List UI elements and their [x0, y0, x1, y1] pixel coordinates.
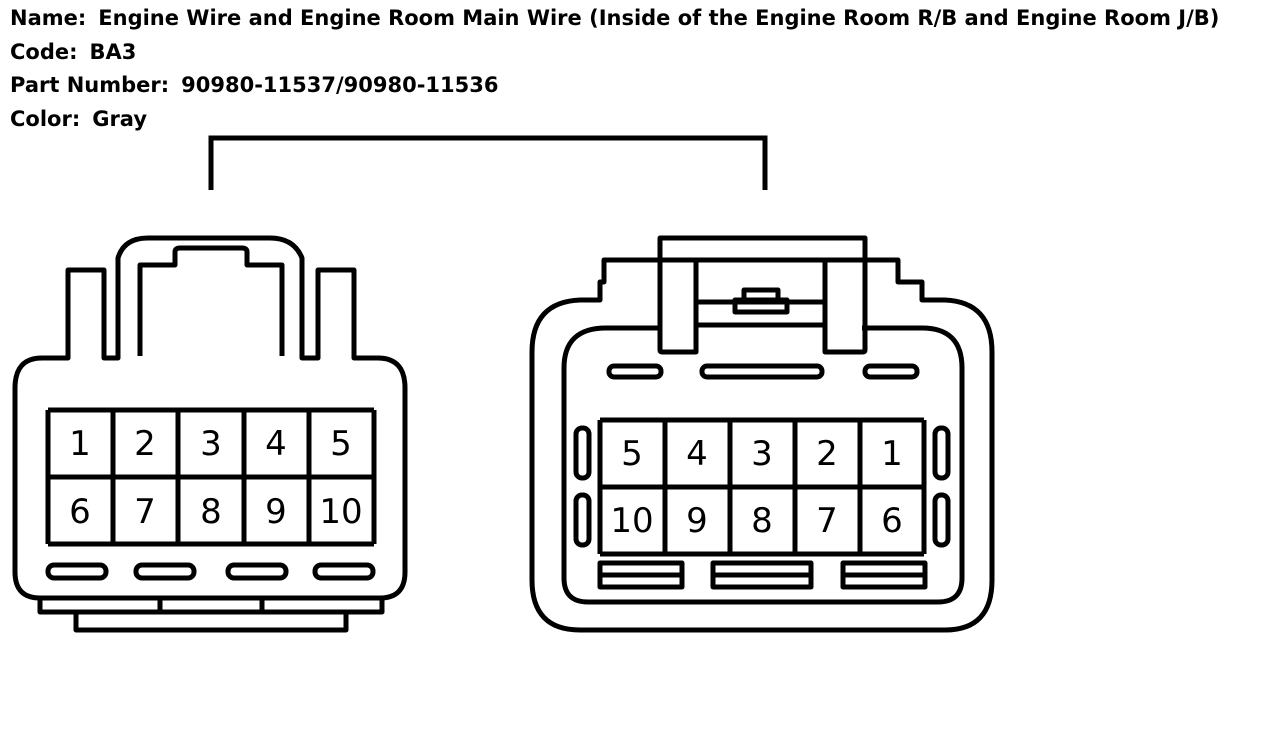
right-pin-labels: 5 4 3 2 1 10 9 8 7 6	[610, 434, 902, 541]
color-label: Color:	[10, 106, 81, 131]
left-slot-2	[133, 562, 197, 581]
right-slot-1	[606, 363, 664, 380]
pin-label: 1	[881, 434, 903, 474]
pin-label: 8	[751, 501, 773, 541]
pin-label: 8	[200, 492, 222, 532]
right-slot-2	[699, 363, 825, 380]
pin-label: 1	[69, 424, 91, 464]
pin-label: 2	[134, 424, 156, 464]
code-value: BA3	[89, 39, 137, 64]
pin-label: 7	[816, 501, 838, 541]
right-side-slot-4	[932, 492, 951, 548]
right-latch-tab-base	[732, 297, 790, 315]
pin-label: 3	[200, 424, 222, 464]
right-connector-outer	[529, 257, 995, 633]
right-side-slot-2	[573, 492, 592, 548]
left-pin-grid	[45, 407, 377, 547]
right-connector-inner	[561, 325, 965, 605]
pin-label: 4	[686, 434, 708, 474]
left-pin-labels: 1 2 3 4 5 6 7 8 9 10	[69, 424, 362, 532]
pin-label: 5	[330, 424, 352, 464]
connection-bracket	[208, 135, 768, 190]
color-row: Color: Gray	[10, 103, 1219, 137]
pin-label: 10	[319, 492, 362, 532]
name-value: Engine Wire and Engine Room Main Wire (I…	[98, 6, 1220, 30]
pin-label: 7	[134, 492, 156, 532]
left-slot-3	[225, 562, 289, 581]
left-slot-1	[45, 562, 109, 581]
left-latch	[137, 245, 285, 356]
pin-label: 10	[610, 501, 653, 541]
right-connector	[529, 235, 995, 633]
pin-label: 9	[686, 501, 708, 541]
part-number-label: Part Number:	[10, 73, 170, 97]
right-latch	[657, 235, 868, 355]
right-side-slot-3	[932, 425, 951, 481]
pin-label: 9	[265, 492, 287, 532]
pin-label: 6	[881, 501, 903, 541]
pin-label: 5	[621, 434, 643, 474]
right-side-slot-1	[573, 425, 592, 481]
left-base-flange	[37, 595, 385, 633]
part-number-row: Part Number: 90980-11537/90980-11536	[10, 69, 1219, 103]
color-value: Gray	[92, 106, 148, 131]
right-slot-3	[862, 363, 920, 380]
left-connector-body	[12, 235, 408, 601]
name-row: Name: Engine Wire and Engine Room Main Wi…	[10, 2, 1219, 36]
code-row: Code: BA3	[10, 36, 1219, 70]
pin-label: 3	[751, 434, 773, 474]
pin-label: 6	[69, 492, 91, 532]
left-connector	[12, 235, 408, 633]
part-number-value: 90980-11537/90980-11536	[181, 73, 499, 97]
pin-label: 2	[816, 434, 838, 474]
right-pin-grid	[597, 417, 927, 557]
connector-info: Name: Engine Wire and Engine Room Main Wi…	[10, 2, 1219, 136]
left-slot-4	[312, 562, 376, 581]
pin-label: 4	[265, 424, 287, 464]
name-label: Name:	[10, 6, 87, 30]
code-label: Code:	[10, 39, 78, 64]
